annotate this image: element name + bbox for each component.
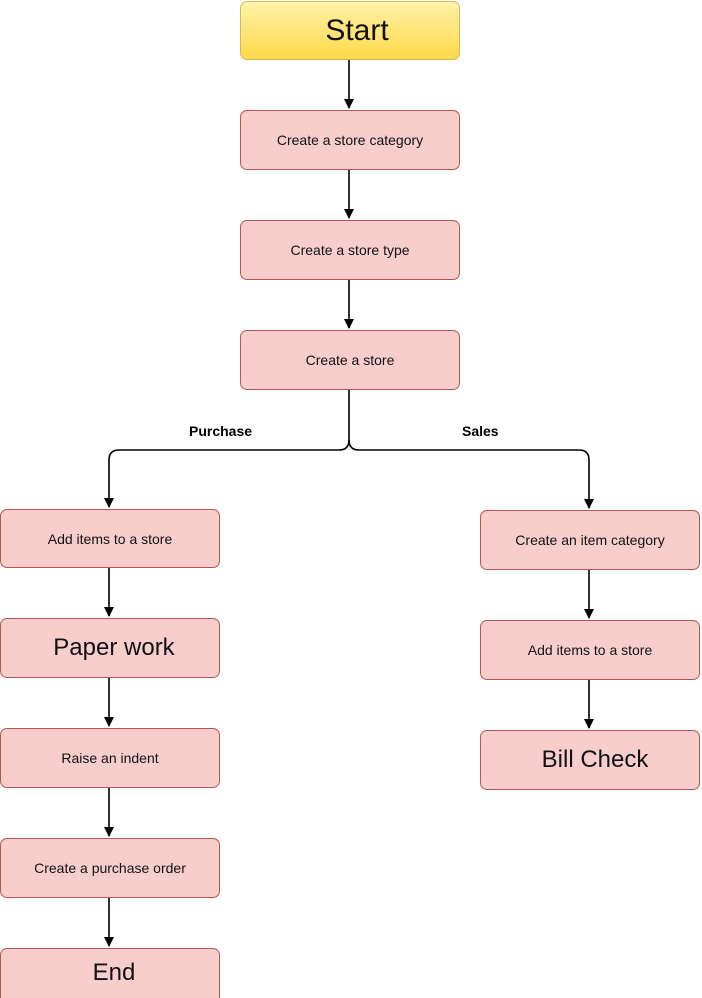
create-store-node: Create a store	[240, 330, 460, 390]
sales-add-items-node: Add items to a store	[480, 620, 700, 680]
raise-indent-node: Raise an indent	[0, 728, 220, 788]
arrow-store-to-purchase-branch	[104, 390, 350, 508]
arrow-store-to-sales-branch	[348, 439, 594, 509]
sales-branch-label: Sales	[462, 423, 499, 439]
create-purchase-order-node: Create a purchase order	[0, 838, 220, 898]
create-item-category-node: Create an item category	[480, 510, 700, 570]
end-node: End	[0, 948, 220, 998]
create-store-type-node: Create a store type	[240, 220, 460, 280]
bill-check-node: Bill Check	[480, 730, 700, 790]
purchase-branch-label: Purchase	[189, 423, 253, 439]
purchase-add-items-node: Add items to a store	[0, 509, 220, 568]
create-store-category-node: Create a store category	[240, 110, 460, 170]
paper-work-node: Paper work	[0, 618, 220, 678]
start-node: Start	[240, 1, 460, 60]
